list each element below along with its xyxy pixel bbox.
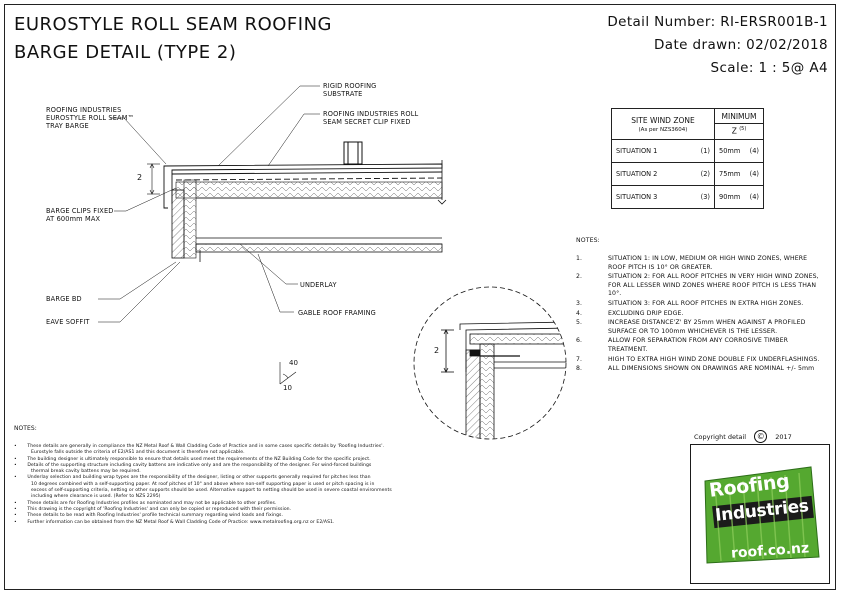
copyright-icon: © — [754, 430, 768, 443]
gable-framing — [195, 197, 443, 262]
wind-zone-header: SITE WIND ZONE (As per NZS3604) — [611, 108, 715, 140]
list-item: • These details are for Roofing Industri… — [14, 500, 277, 506]
label-rigid-substrate: RIGID ROOFING SUBSTRATE — [323, 82, 377, 99]
list-item: 5.INCREASE DISTANCE'Z' BY 25mm WHEN AGAI… — [576, 319, 806, 335]
list-item: • Underlay selection and building wrap t… — [14, 475, 371, 481]
general-notes-heading: NOTES: — [14, 425, 37, 432]
enlarged-detail — [413, 286, 567, 440]
drawing-border — [4, 4, 836, 590]
pitch-rise-label: 40 — [289, 359, 298, 367]
general-notes-list: • These details are generally in complia… — [14, 444, 674, 526]
leader-lines — [98, 85, 320, 323]
wind-zone-table: SITE WIND ZONE (As per NZS3604) MINIMUM … — [611, 108, 764, 209]
list-item: • This drawing is the copyright of 'Roof… — [14, 506, 292, 512]
copyright: Copyright detail © 2017 — [694, 430, 792, 443]
table-row: SITUATION 3(3) 90mm(4) — [611, 185, 764, 209]
notes-heading: NOTES: — [576, 237, 600, 244]
list-item: 6.ALLOW FOR SEPARATION FROM ANY CORROSIV… — [576, 337, 788, 353]
label-gable-framing: GABLE ROOF FRAMING — [298, 309, 376, 317]
label-barge-bd: BARGE BD — [46, 295, 82, 303]
logo-artwork — [704, 466, 820, 564]
label-underlay: UNDERLAY — [300, 281, 337, 289]
label-secret-clip: ROOFING INDUSTRIES ROLL SEAM SECRET CLIP… — [323, 110, 419, 127]
pitch-run-label: 10 — [283, 384, 292, 392]
list-item: 7.HIGH TO EXTRA HIGH WIND ZONE DOUBLE FI… — [576, 355, 820, 363]
label-tray-barge: ROOFING INDUSTRIES EUROSTYLE ROLL SEAM™ … — [46, 106, 135, 131]
dimension-2 — [147, 163, 160, 195]
detail-number: Detail Number: RI-ERSR001B-1 — [607, 14, 828, 30]
title-line-1: EUROSTYLE ROLL SEAM ROOFING — [14, 14, 332, 35]
table-row: SITUATION 1(1) 50mm(4) — [611, 139, 764, 163]
list-item: • Further information can be obtained fr… — [14, 519, 335, 525]
dimension-2-label: 2 — [137, 173, 143, 182]
list-item: • The building designer is ultimately re… — [14, 456, 371, 462]
list-item: 3.SITUATION 3: FOR ALL ROOF PITCHES IN E… — [576, 299, 804, 307]
list-item: 8.ALL DIMENSIONS SHOWN ON DRAWINGS ARE N… — [576, 365, 815, 373]
roofing-industries-logo: Roofing Industries roof.co.nz — [690, 444, 830, 584]
label-barge-clips: BARGE CLIPS FIXED AT 600mm MAX — [46, 207, 114, 224]
list-item: including where clearance is used. (Refe… — [31, 494, 161, 500]
table-row: SITUATION 2(2) 75mm(4) — [611, 162, 764, 186]
list-item: 10 degrees combined with a self-supporti… — [31, 481, 375, 487]
pitch-angle — [279, 362, 297, 385]
purlin — [175, 181, 443, 199]
list-item: • Details of the supporting structure in… — [14, 462, 372, 468]
list-item: • These details to be read with Roofing … — [14, 513, 283, 519]
label-eave-soffit: EAVE SOFFIT — [46, 318, 90, 326]
list-item: 4.EXCLUDING DRIP EDGE. — [576, 309, 684, 317]
notes-list: 1.SITUATION 1: IN LOW, MEDIUM OR HIGH WI… — [576, 255, 822, 375]
barge-board — [171, 189, 185, 259]
minimum-header: MINIMUM Z (5) — [714, 108, 764, 140]
list-item: 2.SITUATION 2: FOR ALL ROOF PITCHES IN V… — [576, 273, 819, 298]
secret-clip — [343, 141, 363, 165]
date-drawn: Date drawn: 02/02/2018 — [654, 37, 828, 53]
list-item: excess of self-supporting criteria, nett… — [31, 488, 392, 494]
list-item: 1.SITUATION 1: IN LOW, MEDIUM OR HIGH WI… — [576, 255, 808, 271]
list-item: thermal break cavity battens may be requ… — [31, 469, 141, 475]
title-line-2: BARGE DETAIL (TYPE 2) — [14, 42, 237, 63]
scale: Scale: 1 : 5@ A4 — [710, 60, 828, 76]
list-item: Eurostyle falls outside the criteria of … — [31, 450, 245, 456]
list-item: • These details are generally in complia… — [14, 444, 385, 449]
detail-dimension-2-label: 2 — [434, 346, 440, 355]
